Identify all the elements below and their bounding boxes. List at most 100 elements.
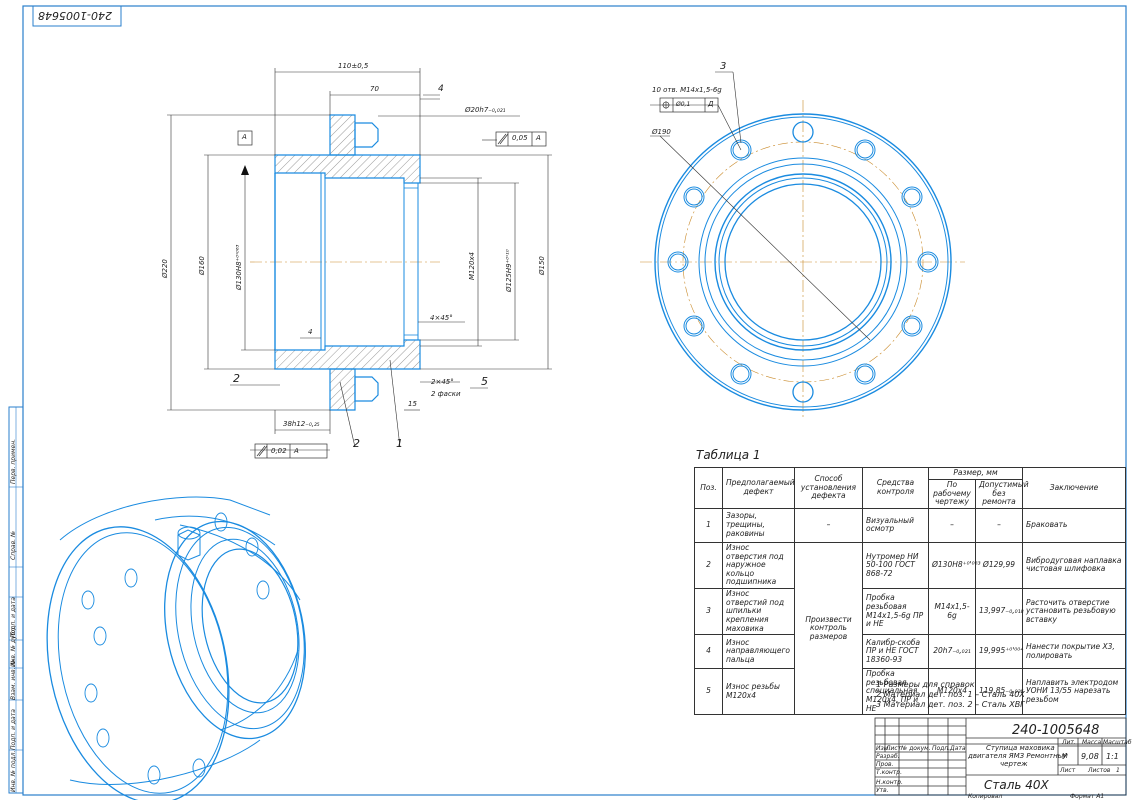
- row4-conclusion: Нанести покрытие Х3, полировать: [1022, 634, 1127, 670]
- table-row: 2 Износ отверстия под наружное кольцо по…: [694, 541, 1127, 716]
- title-line-2: двигателя ЯМЗ Ремонтный: [968, 752, 1068, 760]
- header-pos: Поз.: [694, 467, 723, 509]
- defects-table: Поз. Предполагаемый дефект Способ устано…: [694, 467, 1127, 716]
- title-block: [874, 717, 1127, 796]
- sheets-count: 1: [1116, 767, 1120, 774]
- row4-allowed: 19,995⁺⁰'⁰⁰⁴: [974, 634, 1023, 670]
- row1-allowed: –: [974, 507, 1024, 543]
- header-size-nominal: По рабочему чертежу: [928, 479, 976, 509]
- section-view: [167, 68, 552, 459]
- row2-tools: Нутромер НИ 50-100 ГОСТ 868-72: [862, 541, 929, 590]
- header-method: Способ установления дефекта: [794, 467, 863, 509]
- mirror-doc-number: 240-1005648: [38, 9, 112, 22]
- dim-overall-length: 110±0,5: [338, 62, 369, 70]
- row5-tools: Пробка резьбовая специальная M120x4, ПР …: [862, 668, 929, 716]
- callout-1: 1: [396, 437, 403, 450]
- isometric-view: [46, 496, 306, 800]
- row3-nominal: M14x1,5-6g: [928, 587, 976, 636]
- table-row: 5 Износ резьбы M120x4 Пробка резьбовая с…: [694, 668, 1127, 716]
- col-date: Дата: [950, 745, 966, 752]
- sheet-label: Лист: [1060, 767, 1076, 774]
- row4-nominal: 20h7₋₀,₀₂₁: [928, 634, 976, 670]
- title-line-3: чертеж: [1000, 760, 1028, 768]
- copied-label: Копировал: [968, 793, 1003, 800]
- dim-length-15: 15: [408, 400, 417, 408]
- dim-pcd-190: Ø190: [652, 128, 671, 136]
- scale-header: Масштаб: [1103, 739, 1132, 746]
- role-tech-control: Т.контр.: [876, 769, 903, 776]
- col-change: Изм.: [876, 745, 891, 752]
- position-datum: Д: [708, 100, 714, 108]
- merged-method: Произвести контроль размеров: [794, 541, 863, 716]
- mass-header: Масса: [1082, 739, 1102, 746]
- row2-nominal: Ø130H8⁺⁰'⁰⁶³: [928, 541, 981, 590]
- sheets-label: Листов: [1088, 767, 1111, 774]
- role-checker: Пров.: [876, 761, 894, 768]
- note-1: 1 Размеры для справок: [876, 680, 975, 689]
- table-row: 3 Износ отверстий под шпильки крепления …: [694, 587, 1127, 636]
- dim-length-70: 70: [370, 85, 379, 93]
- row4-defect: Износ направляющего пальца: [722, 634, 795, 670]
- row3-defect: Износ отверстий под шпильки крепления ма…: [722, 587, 795, 636]
- row5-nominal: M120x4: [928, 668, 976, 716]
- dim-d125: Ø125H9⁺⁰'¹⁰: [505, 249, 513, 292]
- row1-nominal: –: [928, 507, 976, 543]
- callout-4: 4: [438, 84, 444, 94]
- callout-3: 3: [720, 61, 727, 72]
- row2-allowed: Ø129,99: [974, 541, 1024, 590]
- header-tools: Средства контроля: [862, 467, 929, 509]
- row5-pos: 5: [694, 668, 723, 716]
- row3-conclusion: Расточить отверстие установить резьбовую…: [1022, 587, 1127, 636]
- row3-pos: 3: [694, 587, 723, 636]
- dim-d220: Ø220: [161, 259, 169, 278]
- role-norm-control: Н.контр.: [876, 779, 903, 786]
- dim-m120: M120x4: [468, 252, 476, 280]
- thread-hole-note: 10 отв. M14x1,5-6g: [652, 86, 722, 94]
- lit-header: Лит.: [1062, 739, 1076, 746]
- header-size-group: Размер, мм: [927, 467, 1024, 480]
- row1-method: –: [794, 507, 863, 543]
- mass-value: 9,08: [1081, 752, 1099, 761]
- dim-d150: Ø150: [538, 256, 546, 275]
- drawing-frame: [22, 5, 1127, 796]
- header-size-allowed: Допустимый без ремонта: [974, 479, 1029, 509]
- runout-bottom-datum: A: [294, 447, 299, 455]
- col-sheet: Лист: [886, 745, 902, 752]
- side-stamp-sign-date-2: Подп. и дата: [10, 709, 17, 750]
- role-developer: Разраб.: [876, 753, 900, 760]
- note-2: 2 Материал дет. поз. 1 – Сталь 40Х: [876, 690, 1025, 699]
- row5-defect: Износ резьбы M120x4: [722, 668, 795, 716]
- row1-tools: Визуальный осмотр: [862, 507, 929, 543]
- table-row: 4 Износ направляющего пальца Калибр-скоб…: [694, 634, 1127, 670]
- row4-pos: 4: [694, 634, 723, 670]
- role-approver: Утв.: [876, 787, 889, 794]
- row3-tools: Пробка резьбовая M14x1,5-6g ПР и НЕ: [862, 587, 929, 636]
- dim-chamfer-note: 2 фаски: [431, 390, 461, 398]
- row1-conclusion: Браковать: [1022, 507, 1127, 543]
- side-stamp-replace-inv: Взам. инв. №: [10, 659, 17, 700]
- format-label: Формат А1: [1070, 793, 1105, 800]
- side-stamp-first-use: Перв. примен.: [10, 438, 17, 484]
- mirror-stamp-box: [32, 5, 122, 27]
- row1-defect: Зазоры, трещины, раковины: [722, 507, 795, 543]
- table-caption: Таблица 1: [696, 448, 761, 462]
- row4-tools: Калибр-скоба ПР и НЕ ГОСТ 18360-93: [862, 634, 929, 670]
- title-doc-number: 240-1005648: [1012, 723, 1100, 738]
- title-line-1: Ступица маховика: [986, 744, 1055, 752]
- row1-pos: 1: [694, 507, 723, 543]
- runout-bottom-value: 0,02: [271, 447, 287, 455]
- header-conclusion: Заключение: [1022, 467, 1127, 509]
- side-stamp-ref-number: Справ. №: [10, 530, 17, 560]
- row5-conclusion: Наплавить электродом УОНИ 13/55 нарезать…: [1022, 668, 1127, 716]
- row5-allowed: 119,85₋₀,₀₂₅: [974, 668, 1024, 716]
- col-sign: Подп.: [932, 745, 951, 752]
- title-material: Сталь 40Х: [984, 778, 1049, 792]
- dim-length-38: 38h12₋₀,₂₅: [283, 420, 320, 428]
- runout-top-value: 0,05: [512, 134, 528, 142]
- dim-d130: Ø130H8⁺⁰'⁰⁶³: [235, 244, 243, 290]
- header-defect: Предполагаемый дефект: [722, 467, 795, 509]
- row2-conclusion: Вибродуговая наплавка чистовая шлифовка: [1022, 541, 1127, 590]
- dim-chamfer-2x45: 2×45°: [431, 378, 454, 386]
